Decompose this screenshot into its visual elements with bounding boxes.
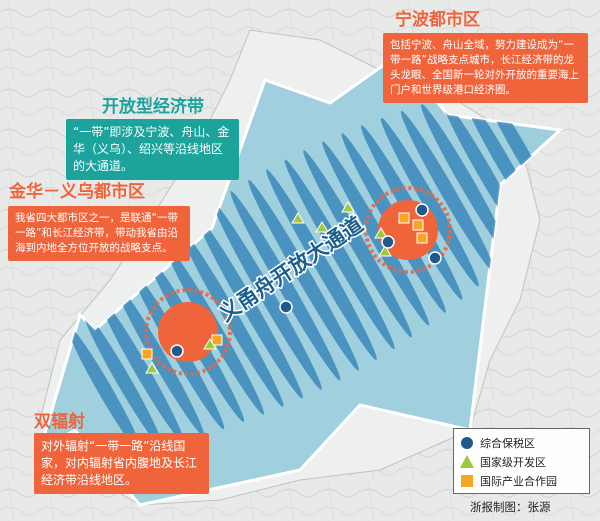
marker-triangle xyxy=(291,212,305,224)
region-title-radiation: 双辐射 xyxy=(34,412,85,432)
marker-circle xyxy=(279,300,293,314)
legend-label: 国家级开发区 xyxy=(480,455,546,469)
marker-square xyxy=(412,219,424,231)
region-box-ningbo: 包括宁波、舟山全域，努力建设成为“一带一路”战略支点城市，长江经济带的龙头龙眼、… xyxy=(383,33,588,103)
corridor-ellipse xyxy=(67,324,143,456)
hub-ring-jinhua xyxy=(144,288,232,376)
corridor-ellipse xyxy=(179,227,284,407)
legend-item-triangle: 国家级开发区 xyxy=(460,452,583,471)
marker-triangle xyxy=(203,338,217,350)
corridor-ellipse xyxy=(421,104,511,259)
region-box-belt: “一带”即涉及宁波、舟山、金华（义乌）、绍兴等沿线地区的大通道。 xyxy=(66,119,239,180)
corridor-ellipse xyxy=(322,141,430,326)
corridor-ellipse xyxy=(230,190,341,381)
marker-square xyxy=(141,348,153,360)
legend: 综合保税区 国家级开发区 国际产业合作园 xyxy=(453,428,590,494)
marker-triangle xyxy=(341,201,355,213)
corridor-ellipse xyxy=(380,118,479,287)
corridor-ellipse xyxy=(82,310,164,449)
legend-item-square: 国际产业合作园 xyxy=(460,471,583,490)
corridor-ellipse xyxy=(400,110,495,273)
legend-item-circle: 综合保税区 xyxy=(460,433,583,452)
legend-label: 综合保税区 xyxy=(480,436,535,450)
region-title-jinhua: 金华－义乌都市区 xyxy=(9,182,145,202)
triangle-icon xyxy=(460,455,474,468)
region-title-belt: 开放型经济带 xyxy=(102,97,204,117)
credit: 浙报制图：张源 xyxy=(470,500,551,514)
square-icon xyxy=(460,473,474,488)
markers xyxy=(141,201,442,374)
marker-circle xyxy=(428,251,442,265)
corridor-ellipse xyxy=(284,159,395,350)
hub-jinhua xyxy=(158,302,218,362)
corridor-ellipse xyxy=(266,169,377,361)
marker-square xyxy=(211,334,223,346)
corridor-ellipse xyxy=(248,179,359,371)
marker-triangle xyxy=(378,245,392,257)
marker-triangle xyxy=(374,227,388,239)
hub-ring-ningbo xyxy=(364,186,452,274)
region-box-jinhua: 我省四大都市区之一，是联通“一带一路”和长江经济带，带动我省由沿海到内地全方位开… xyxy=(8,206,190,261)
marker-circle xyxy=(381,235,395,249)
circle-icon xyxy=(460,435,474,450)
marker-square xyxy=(416,232,428,244)
region-box-radiation: 对外辐射“一带一路”沿线国家，对内辐射省内腹地及长江经济带沿线地区。 xyxy=(34,433,209,494)
corridor-ellipse xyxy=(303,150,412,338)
corridor-ellipse xyxy=(98,295,184,443)
corridor-ellipse xyxy=(114,281,204,436)
marker-triangle xyxy=(145,362,159,374)
marker-square xyxy=(398,212,410,224)
legend-label: 国际产业合作园 xyxy=(480,474,557,488)
marker-circle xyxy=(170,344,184,358)
region-title-ningbo: 宁波都市区 xyxy=(395,10,480,30)
corridor-ellipse xyxy=(213,202,322,390)
marker-circle xyxy=(415,203,429,217)
marker-triangle xyxy=(315,221,329,233)
corridor-ellipse xyxy=(195,214,303,399)
